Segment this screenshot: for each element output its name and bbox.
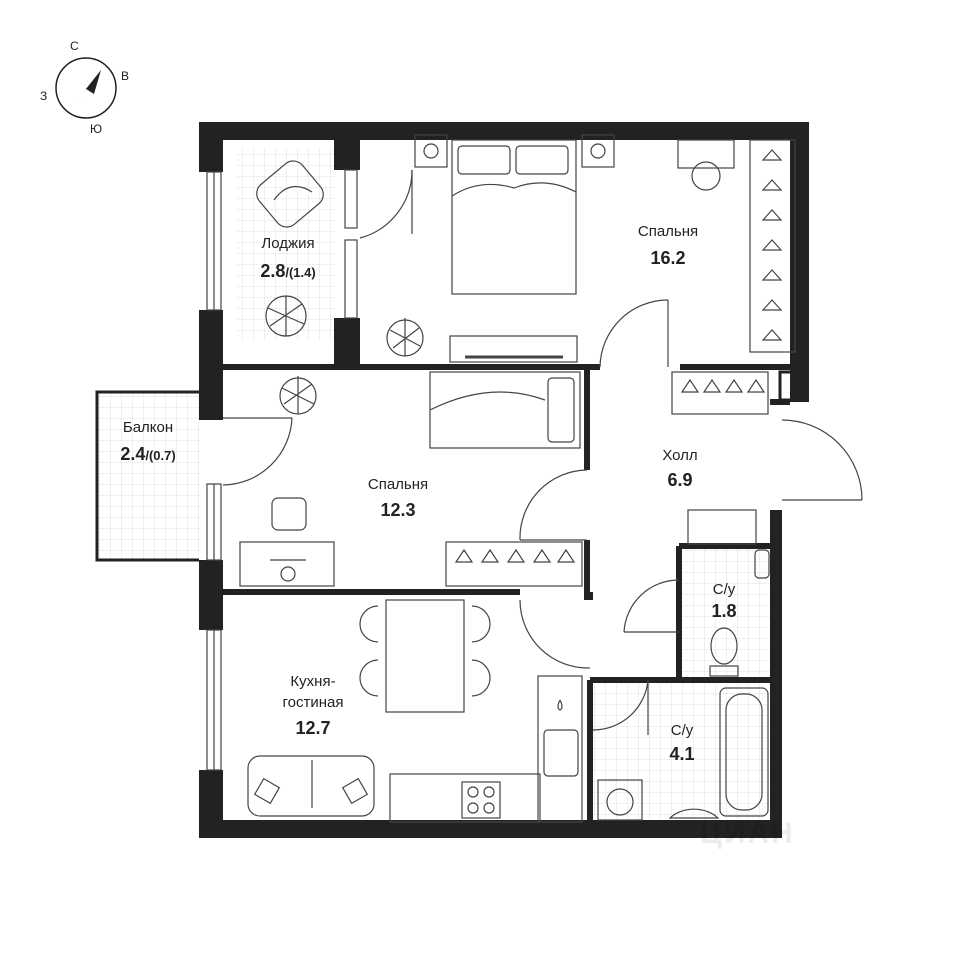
- kitchen-name-line2: гостиная: [283, 694, 344, 711]
- loggia-area: 2.8: [260, 261, 285, 281]
- room-labels: Лоджия 2.8/(1.4) Балкон 2.4/(0.7) Спальн…: [120, 223, 736, 764]
- balcony-outline: [95, 390, 199, 562]
- bedroom2-name: Спальня: [368, 476, 428, 493]
- kitchen-counter-icon: [389, 773, 541, 823]
- sink-icon: [543, 729, 579, 777]
- wardrobe-icon: [749, 139, 796, 353]
- desk-icon: [677, 139, 735, 169]
- wc-furniture: [709, 549, 770, 677]
- loggia-area-sub: /(1.4): [285, 265, 315, 280]
- interior-walls: [223, 364, 790, 820]
- balcony-area-sub: /(0.7): [145, 448, 175, 463]
- wc-area: 1.8: [711, 601, 736, 621]
- armchair-icon: [256, 160, 324, 228]
- tiled-floors: [97, 148, 771, 822]
- hall-name: Холл: [662, 447, 697, 464]
- toilet-icon: [709, 665, 739, 677]
- single-bed-icon: [429, 371, 581, 449]
- wardrobe-icon: [671, 371, 769, 415]
- bedroom2-furniture: [239, 371, 583, 587]
- compass-east-label: В: [121, 69, 129, 83]
- washing-machine-icon: [597, 779, 643, 821]
- watermark: ЦИАН: [700, 817, 795, 850]
- bedroom2-area: 12.3: [380, 500, 415, 520]
- chair-icon: [271, 497, 307, 531]
- sofa-icon: [247, 755, 375, 817]
- kitchen-name-line1: Кухня-: [290, 673, 335, 690]
- nightstand-lamp-icon: [414, 134, 448, 168]
- compass-arrow-icon: [78, 70, 101, 99]
- bedroom1-furniture: [386, 134, 796, 363]
- wardrobe-icon: [445, 541, 583, 587]
- desk-icon: [239, 541, 335, 587]
- bath-area: 4.1: [669, 744, 694, 764]
- compass-north-label: С: [70, 39, 79, 53]
- balcony-area-label: 2.4/(0.7): [120, 444, 175, 464]
- loggia-area-label: 2.8/(1.4): [260, 261, 315, 281]
- hall-furniture: [671, 371, 769, 545]
- wc-name: С/у: [713, 581, 736, 598]
- loggia-furniture: [256, 160, 324, 337]
- windows: [206, 169, 358, 771]
- kitchen-furniture: [247, 599, 583, 823]
- nightstand-lamp-icon: [581, 134, 615, 168]
- loggia-name: Лоджия: [261, 235, 314, 252]
- bedroom1-area: 16.2: [650, 248, 685, 268]
- outer-walls: [199, 122, 809, 838]
- chair-icon: [359, 605, 491, 697]
- fridge-icon: [557, 699, 563, 711]
- sink-icon: [668, 808, 720, 819]
- compass: С В Ю З: [40, 39, 129, 136]
- shoe-cabinet-icon: [687, 509, 757, 545]
- bedroom1-name: Спальня: [638, 223, 698, 240]
- bathtub-icon: [719, 687, 769, 817]
- compass-west-label: З: [40, 89, 47, 103]
- doors: [222, 169, 863, 735]
- balcony-name: Балкон: [123, 419, 173, 436]
- bath-furniture: [597, 687, 769, 821]
- sink-icon: [754, 549, 770, 579]
- tv-stand-icon: [449, 335, 578, 363]
- kitchen-area: 12.7: [295, 718, 330, 738]
- dining-table-icon: [385, 599, 465, 713]
- double-bed-icon: [451, 139, 577, 295]
- hall-area: 6.9: [667, 470, 692, 490]
- balcony-area: 2.4: [120, 444, 145, 464]
- cooktop-icon: [461, 781, 501, 819]
- bath-name: С/у: [671, 722, 694, 739]
- compass-south-label: Ю: [90, 122, 102, 136]
